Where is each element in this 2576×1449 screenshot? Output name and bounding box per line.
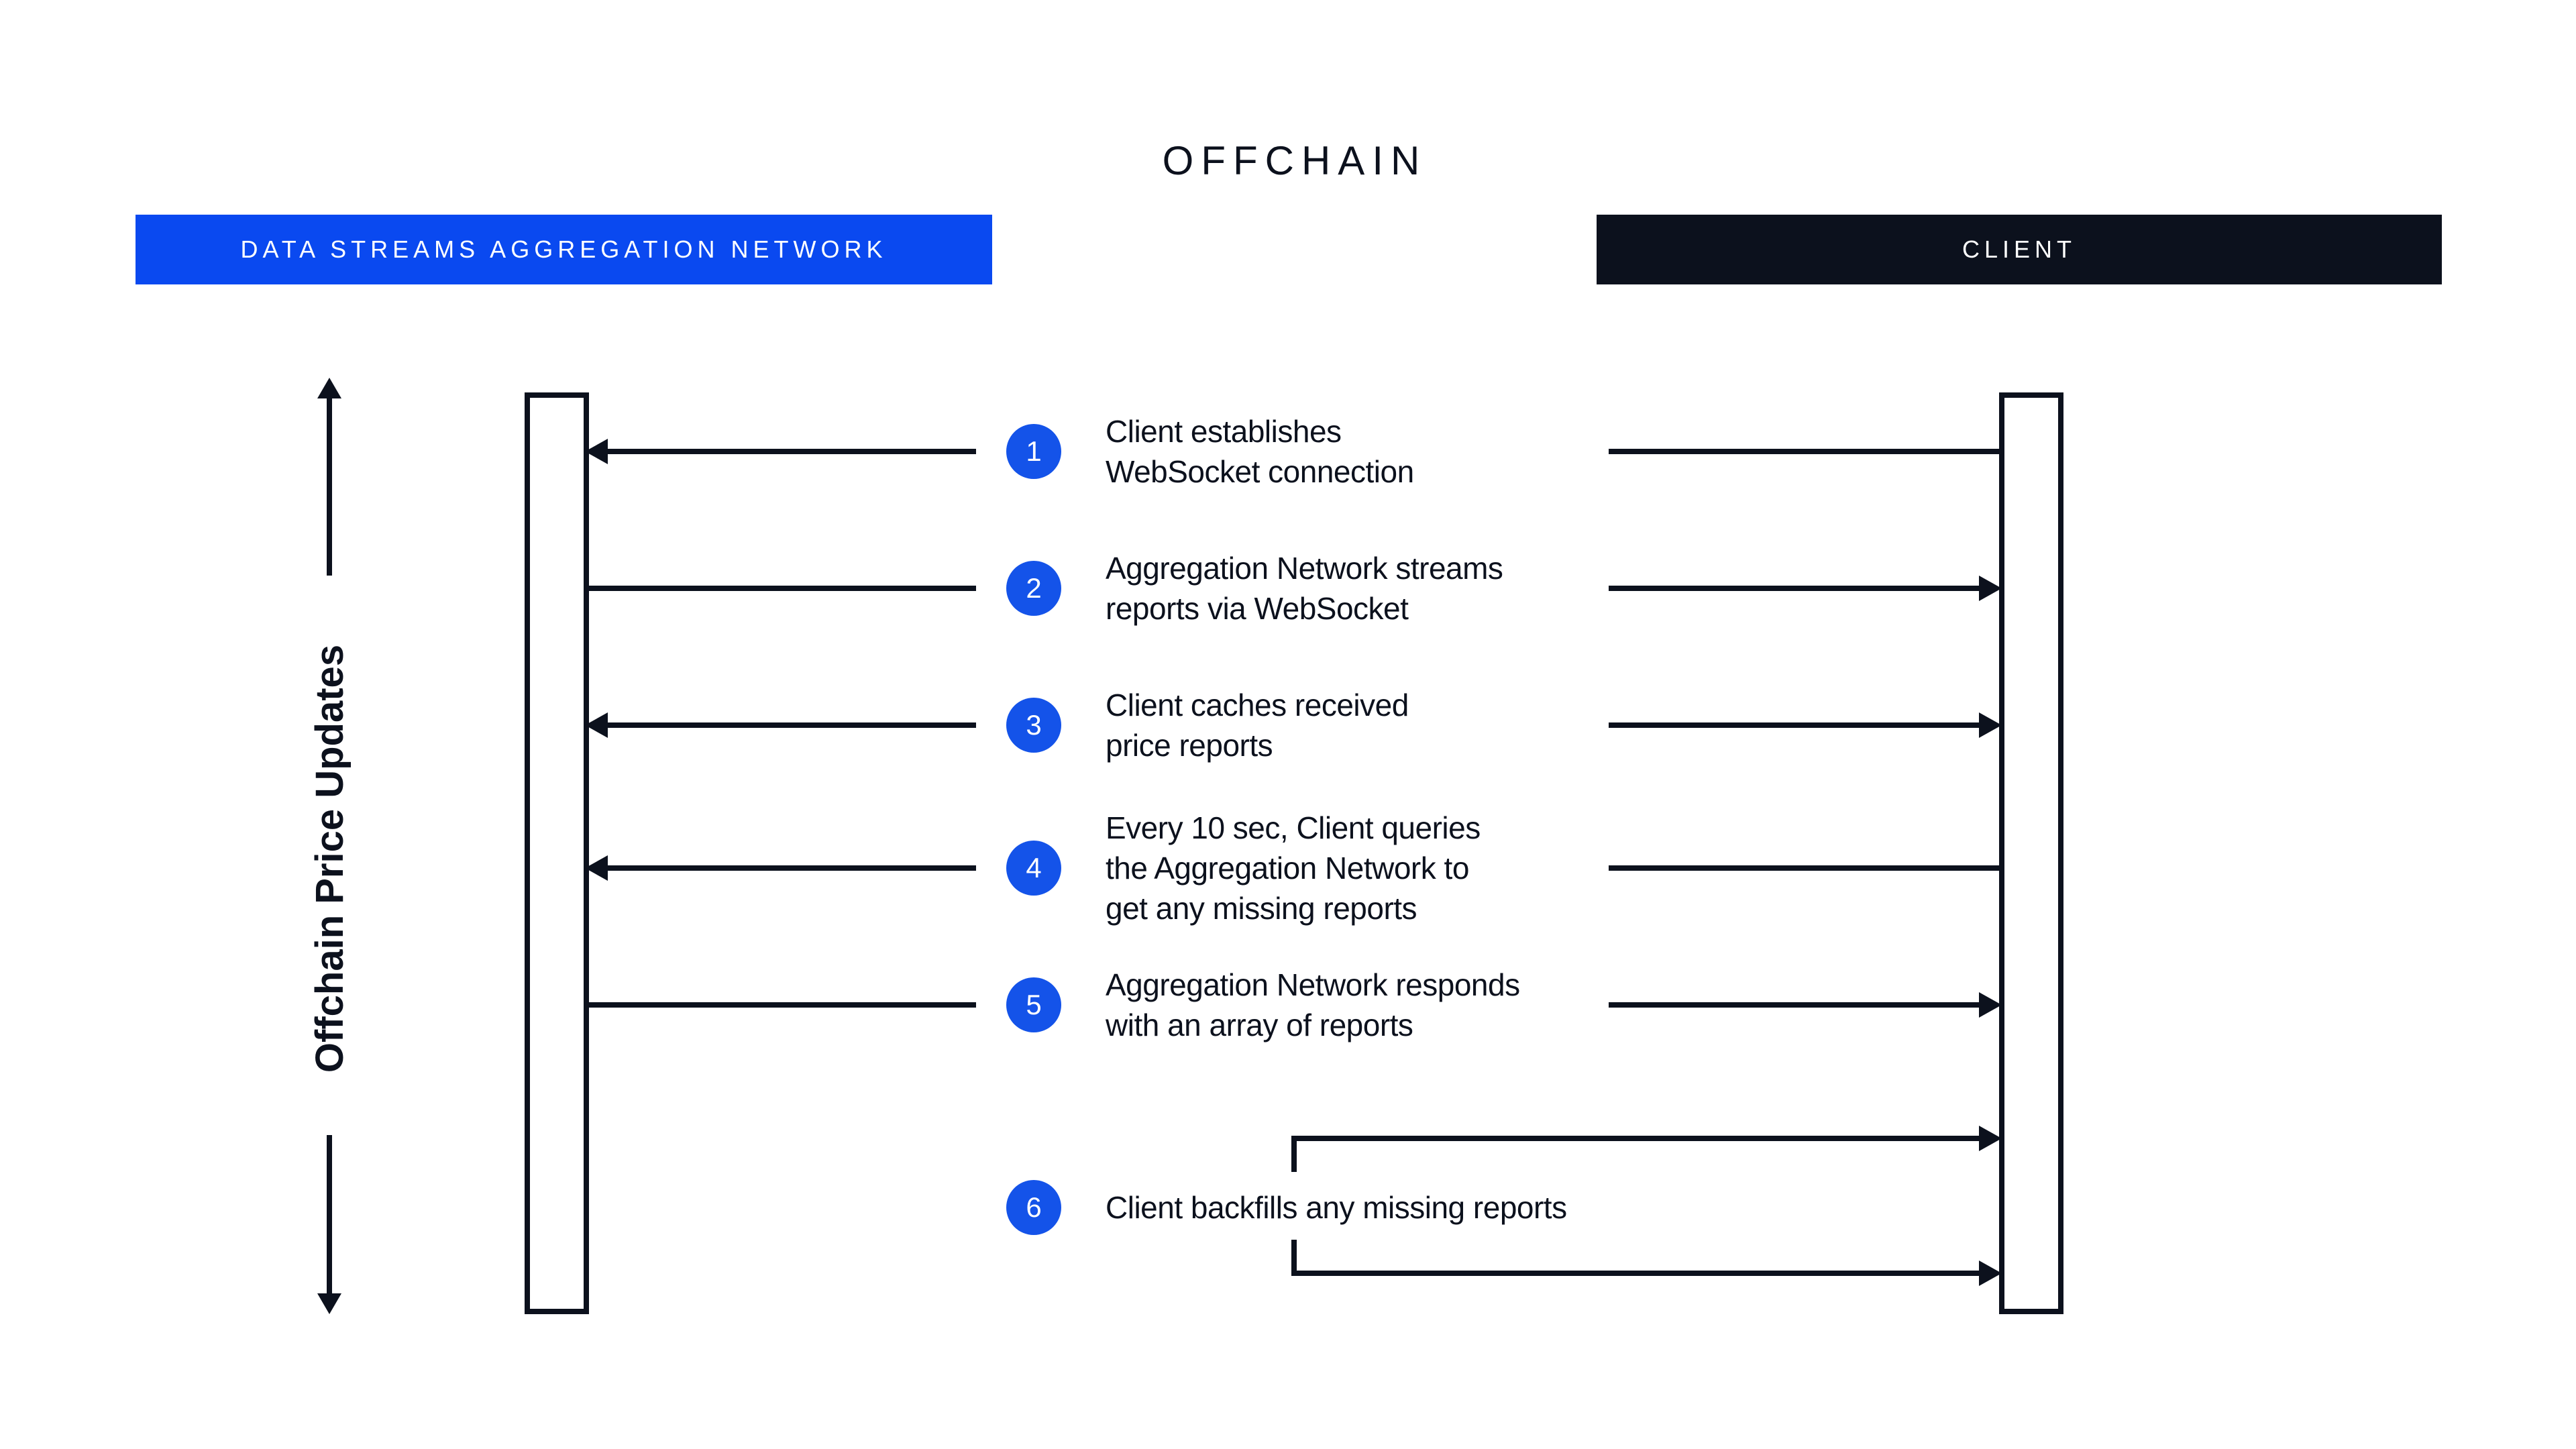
message-line-right [1609, 1002, 1980, 1008]
step-number-badge: 4 [1006, 841, 1061, 896]
bracket-lower-stub [1291, 1240, 1297, 1276]
participant-client-header: CLIENT [1597, 215, 2442, 284]
step-number-badge: 3 [1006, 698, 1061, 753]
bracket-upper-stub [1291, 1136, 1297, 1172]
step-number: 4 [1026, 852, 1042, 883]
participant-network-label: DATA STREAMS AGGREGATION NETWORK [240, 235, 888, 263]
step-text: Aggregation Network streams reports via … [1106, 551, 1503, 626]
axis-down-arrowhead-icon [317, 1293, 341, 1314]
network-lifeline [525, 392, 589, 1314]
axis-upper-line [327, 397, 332, 576]
step-number: 1 [1026, 435, 1042, 467]
message-line-right [1609, 722, 1980, 728]
arrowhead-left-icon [585, 439, 608, 464]
step-number-badge: 5 [1006, 977, 1061, 1032]
arrowhead-right-icon [1979, 712, 2002, 738]
step-text: Every 10 sec, Client queries the Aggrega… [1106, 810, 1481, 926]
message-line-left [585, 1002, 976, 1008]
step-number-badge: 6 [1006, 1180, 1061, 1235]
participant-client-label: CLIENT [1962, 235, 2077, 263]
step-number: 5 [1026, 989, 1042, 1020]
arrowhead-right-icon [1979, 1260, 2002, 1286]
step-text: Client establishes WebSocket connection [1106, 414, 1414, 489]
page-title: OFFCHAIN [1162, 138, 1428, 183]
arrowhead-left-icon [585, 712, 608, 738]
step-number-badge: 2 [1006, 561, 1061, 616]
step-number: 3 [1026, 709, 1042, 741]
step-text: Aggregation Network responds with an arr… [1106, 967, 1520, 1042]
message-line-right [1609, 865, 2002, 871]
arrowhead-right-icon [1979, 992, 2002, 1018]
step-text: Client caches received price reports [1106, 688, 1409, 763]
step-number: 6 [1026, 1191, 1042, 1223]
axis-label: Offchain Price Updates [307, 644, 352, 1073]
client-lifeline [1999, 392, 2063, 1314]
message-line-right [1609, 586, 1980, 591]
message-line-left [605, 722, 976, 728]
axis-lower-line [327, 1135, 332, 1295]
step-number: 2 [1026, 572, 1042, 604]
step-number-badge: 1 [1006, 424, 1061, 479]
arrowhead-left-icon [585, 855, 608, 881]
message-line-left [605, 449, 976, 454]
step-text: Client backfills any missing reports [1106, 1190, 1567, 1225]
axis-up-arrowhead-icon [317, 378, 341, 398]
participant-network-header: DATA STREAMS AGGREGATION NETWORK [136, 215, 992, 284]
message-line-left [605, 865, 976, 871]
bracket-bottom-line [1291, 1271, 1980, 1276]
bracket-top-line [1291, 1136, 1980, 1141]
message-line-left [585, 586, 976, 591]
arrowhead-right-icon [1979, 576, 2002, 601]
message-line-right [1609, 449, 2002, 454]
arrowhead-right-icon [1979, 1126, 2002, 1151]
